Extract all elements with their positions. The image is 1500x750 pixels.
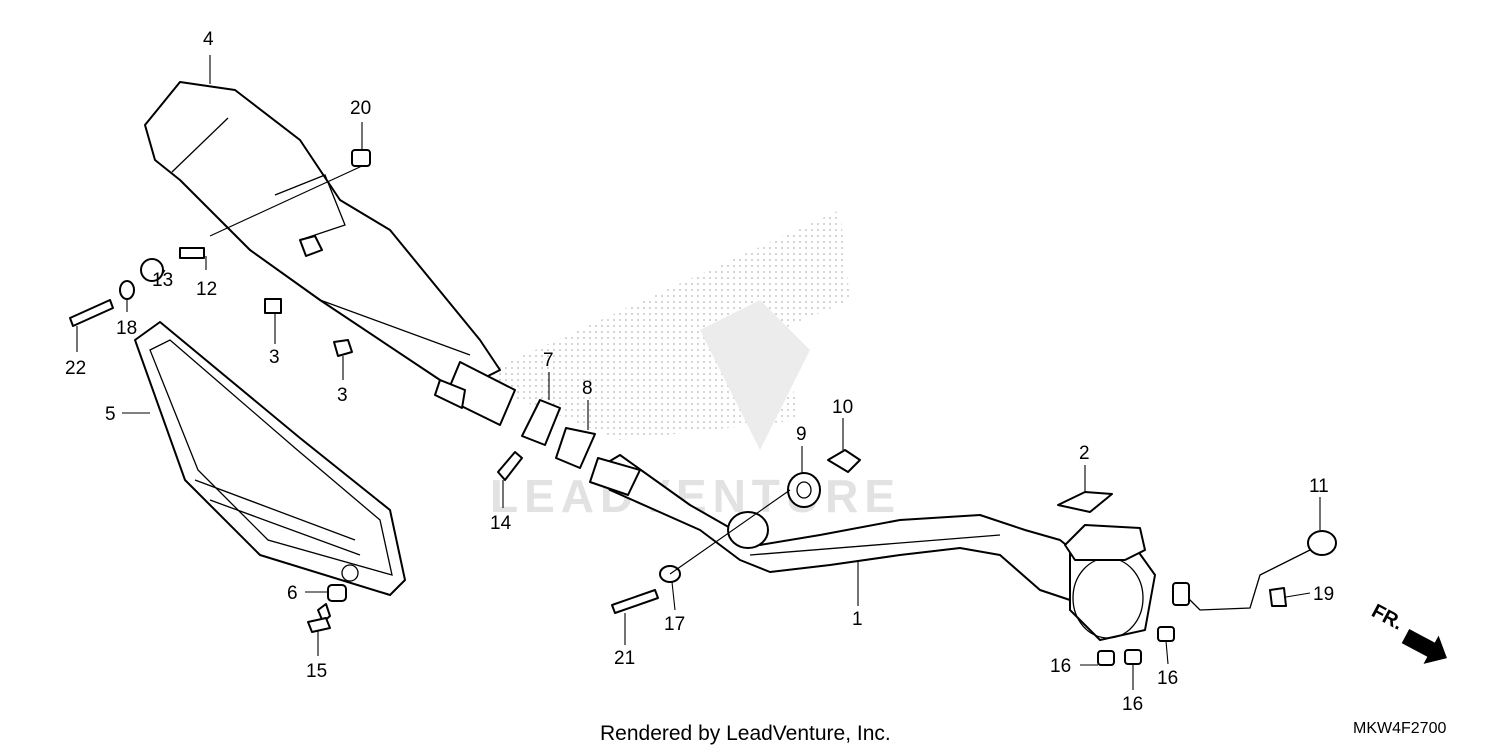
grommet (787, 472, 821, 508)
leadventure-watermark: LEADVENTURE (470, 210, 895, 522)
small-parts (69, 149, 1337, 666)
clip (264, 298, 282, 314)
pipe-clamp (727, 511, 769, 549)
nut (1124, 649, 1142, 665)
callout-10: 10 (832, 397, 853, 418)
nut (351, 149, 371, 167)
callout-4: 4 (203, 29, 214, 50)
callout-16c: 16 (1157, 668, 1178, 689)
callout-20: 20 (350, 98, 371, 119)
callout-1: 1 (852, 609, 863, 630)
bolt (307, 617, 331, 633)
callout-14: 14 (490, 513, 512, 534)
bolt (317, 603, 331, 623)
exhaust-pipe[interactable] (589, 454, 1156, 641)
callout-17: 17 (664, 614, 685, 635)
callout-3b: 3 (337, 385, 348, 406)
callout-16a: 16 (1050, 656, 1071, 677)
muffler[interactable] (144, 81, 516, 426)
callout-12: 12 (196, 279, 217, 300)
front-label: FR. (1368, 600, 1407, 635)
callout-7: 7 (543, 350, 554, 371)
collar (827, 449, 861, 473)
grommet (140, 258, 164, 282)
callouts: 4 20 12 13 18 22 3 3 5 6 15 7 8 14 9 10 … (65, 29, 1334, 715)
callout-15: 15 (306, 661, 327, 682)
callout-3a: 3 (269, 347, 280, 368)
sleeve (555, 427, 596, 469)
bolt (497, 451, 523, 481)
nut (1157, 626, 1175, 642)
nut (1097, 650, 1115, 666)
callout-6: 6 (287, 583, 298, 604)
callout-18: 18 (116, 318, 137, 339)
callout-16b: 16 (1122, 694, 1143, 715)
bolt (611, 589, 659, 614)
callout-5: 5 (105, 404, 116, 425)
front-arrow-icon (1401, 629, 1447, 664)
washer (119, 280, 135, 300)
sleeve (521, 399, 561, 446)
callout-22: 22 (65, 358, 86, 379)
gasket (1057, 491, 1113, 513)
heat-shield[interactable] (134, 321, 406, 596)
leader-lines (76, 55, 1321, 690)
callout-2: 2 (1079, 443, 1090, 464)
front-indicator: FR. (1368, 600, 1447, 664)
grommet (327, 584, 347, 602)
wire-clip (1269, 587, 1287, 607)
callout-11: 11 (1309, 476, 1329, 497)
callout-19: 19 (1313, 584, 1334, 605)
render-credit: Rendered by LeadVenture, Inc. (600, 722, 891, 745)
diagram-code: MKW4F2700 (1353, 720, 1446, 737)
o2-sensor-wire (1179, 544, 1321, 611)
o2-sensor (1307, 530, 1337, 556)
bolt (179, 247, 205, 259)
callout-13: 13 (152, 270, 173, 291)
sensor-connector (1172, 582, 1190, 606)
callout-21: 21 (614, 648, 635, 669)
clip (333, 339, 353, 357)
callout-9: 9 (796, 424, 807, 445)
bolt (69, 299, 114, 327)
callout-8: 8 (582, 378, 593, 399)
